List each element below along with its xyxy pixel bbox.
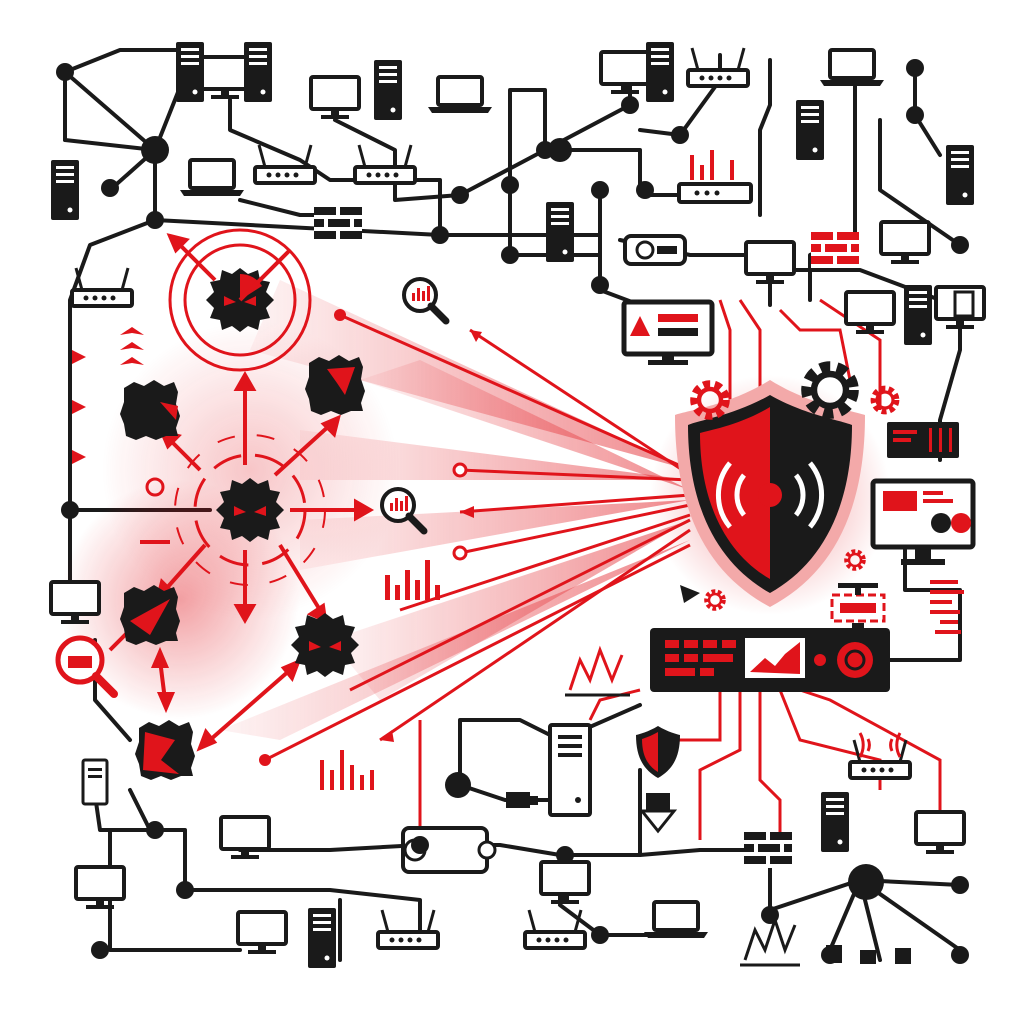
network-hub (141, 136, 884, 900)
malware-bug-icon (174, 434, 326, 586)
malware-bug-icon (120, 380, 180, 440)
plug-icon (506, 792, 538, 808)
firewall-brick-icon (314, 207, 362, 243)
line-chart-icon (565, 645, 800, 967)
firewall-brick-icon (811, 232, 859, 268)
direction-markers (72, 327, 170, 544)
warning-window-icon (621, 299, 715, 365)
magnifier-icon (404, 279, 446, 321)
wifi-signal-icon (858, 732, 902, 758)
alert-wiring (418, 298, 942, 850)
magnifier-icon (55, 635, 118, 698)
malware-bug-icon (291, 613, 359, 677)
gear-icon (874, 389, 896, 411)
storage-drive-icon (623, 234, 687, 266)
scan-beams (60, 280, 690, 740)
firewall-brick-icon (744, 832, 792, 868)
download-icon (638, 793, 678, 834)
router-icon (677, 182, 753, 204)
malware-bug-icon (305, 355, 365, 415)
bar-chart-icon (320, 150, 734, 790)
dashboard-panel (887, 422, 959, 458)
computer-monitor-icon (870, 478, 976, 565)
shield-icon (636, 726, 680, 778)
radar-target-icon (168, 228, 312, 372)
scan-endpoints (259, 309, 482, 766)
shield-icon (650, 375, 890, 615)
gear-icon (808, 368, 853, 413)
malware-bug-icon (135, 720, 195, 780)
target-display-icon (830, 583, 886, 633)
warning-arrow-icon (680, 585, 700, 603)
text-lines-icon (930, 580, 964, 634)
small-devices (826, 290, 975, 964)
malware-bug-icon (120, 585, 180, 645)
server-console (650, 628, 890, 692)
server-tower-icon (548, 723, 592, 817)
server-tower-icon (81, 758, 109, 806)
